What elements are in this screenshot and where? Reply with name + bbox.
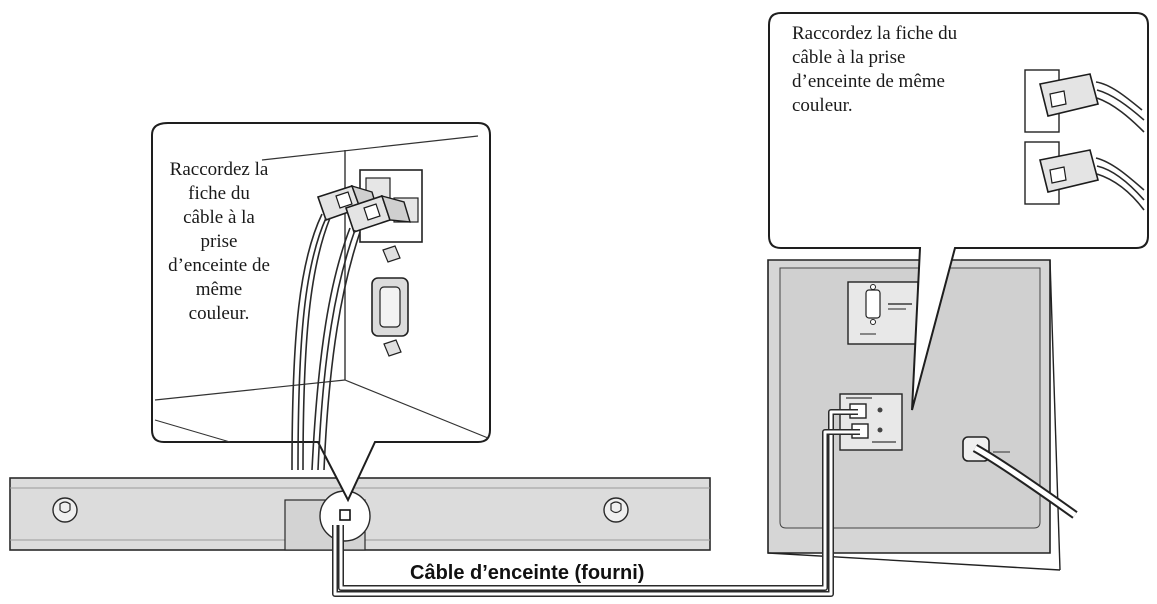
subwoofer-callout: [768, 12, 1149, 411]
callout-right-wires: [1095, 81, 1145, 211]
soundbar-callout: [151, 122, 491, 503]
speaker-cable: [332, 409, 860, 597]
callout-plug-top: [1039, 73, 1099, 117]
subwoofer-callout-text: Raccordez la fiche du câble à la prise d…: [792, 23, 958, 116]
wall-mount-hole-right: [603, 497, 629, 523]
soundbar-speaker-terminal: [339, 509, 351, 521]
callout-wires: [291, 213, 361, 471]
wall-mount-hole-left: [52, 497, 78, 523]
soundbar-callout-text: Raccordez la fiche du câble à la prise d…: [168, 159, 270, 324]
callout-plug-bottom: [1039, 149, 1099, 193]
subwoofer: [767, 259, 1078, 571]
cable-label: Câble d’enceinte (fourni): [404, 561, 736, 585]
soundbar: [9, 477, 711, 551]
callout-plug-b: [344, 194, 411, 234]
